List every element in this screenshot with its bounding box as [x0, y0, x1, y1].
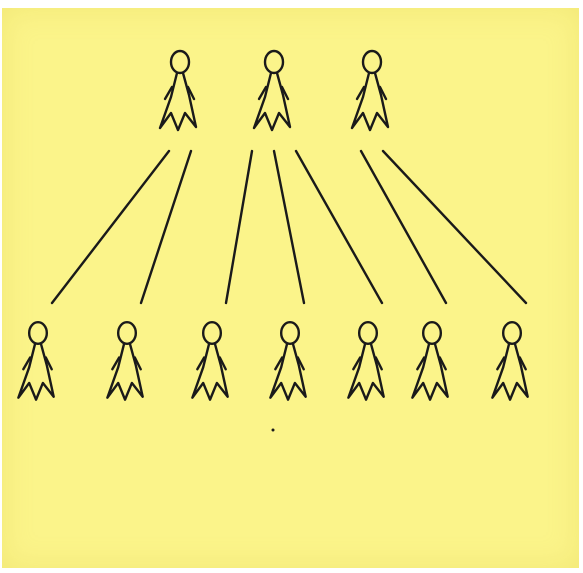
bottom-figures [18, 322, 527, 399]
ink-dot [272, 429, 275, 432]
figure-body [254, 73, 290, 130]
figure-head [118, 322, 136, 344]
figure-head [265, 51, 283, 73]
connector-line [296, 151, 382, 303]
figure-body [412, 344, 447, 400]
bottom-figure [18, 322, 53, 399]
figure-body [352, 73, 388, 130]
figure-body [18, 344, 53, 400]
figure-body [192, 344, 227, 400]
top-figure [160, 51, 196, 130]
top-figure [352, 51, 388, 130]
figure-body [492, 344, 527, 400]
bottom-figure [348, 322, 383, 399]
bottom-figure [492, 322, 527, 399]
connector-line [52, 151, 169, 303]
figure-head [503, 322, 521, 344]
bottom-figure [270, 322, 305, 399]
figure-head [171, 51, 189, 73]
bottom-figure [412, 322, 447, 399]
figure-head [423, 322, 441, 344]
connector-line [141, 151, 191, 303]
figure-head [363, 51, 381, 73]
figure-head [281, 322, 299, 344]
connector-lines [52, 151, 526, 303]
figure-head [203, 322, 221, 344]
bottom-figure [192, 322, 227, 399]
connector-line [226, 151, 252, 303]
bottom-figure [107, 322, 142, 399]
top-figures [160, 51, 388, 130]
figure-body [270, 344, 305, 400]
top-figure [254, 51, 290, 130]
figure-body [160, 73, 196, 130]
connector-line [274, 151, 304, 303]
figure-head [359, 322, 377, 344]
figure-body [107, 344, 142, 400]
figure-body [348, 344, 383, 400]
figure-head [29, 322, 47, 344]
